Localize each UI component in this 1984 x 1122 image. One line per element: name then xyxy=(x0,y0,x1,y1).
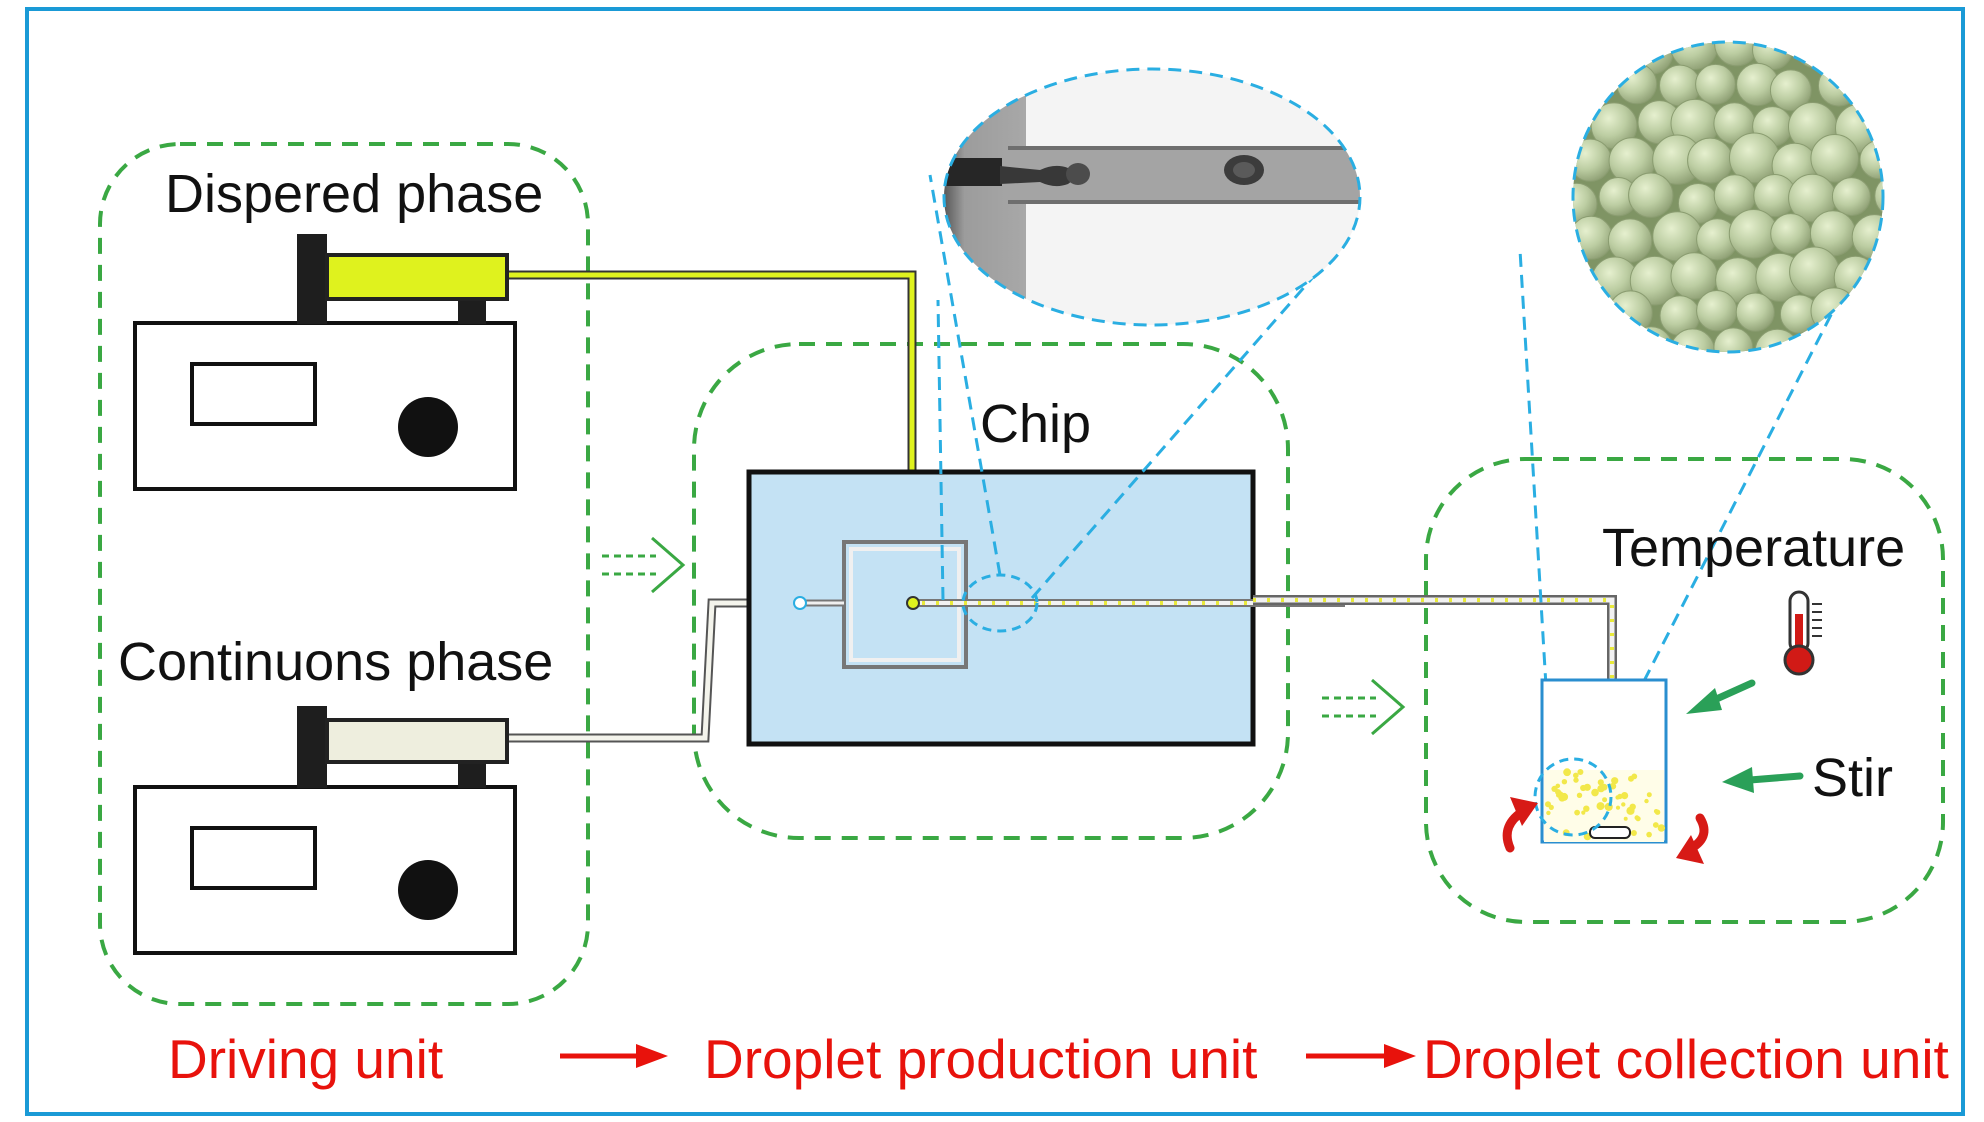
beaker-zoom-marker xyxy=(1533,757,1613,837)
collection-beaker xyxy=(1533,678,1668,844)
syringe-plunger-holder xyxy=(297,706,327,788)
temperature-label: Temperature xyxy=(1602,518,1905,578)
driving-unit-group xyxy=(98,142,590,1006)
stir-bar xyxy=(1589,826,1631,839)
droplet-production-unit-label: Droplet production unit xyxy=(704,1028,1257,1090)
droplet-collection-group xyxy=(1424,457,1945,924)
syringe-support xyxy=(458,760,486,788)
pump-knob xyxy=(398,397,458,457)
curved-arrow-icon xyxy=(1502,797,1538,853)
droplet-formation-micrograph xyxy=(942,67,1362,327)
driving-unit-label: Driving unit xyxy=(168,1028,443,1090)
dashed-double-arrow-icon xyxy=(602,536,686,594)
dispersed-phase-label: Dispered phase xyxy=(165,164,543,224)
microfluidic-chip xyxy=(746,469,1345,747)
stir-pointer-arrow xyxy=(1722,767,1804,793)
unit-flow-arrow xyxy=(1306,1044,1416,1068)
pump-knob xyxy=(398,860,458,920)
unit-flow-arrow xyxy=(560,1044,668,1068)
pump-display xyxy=(190,826,317,890)
temperature-pointer-arrow xyxy=(1686,679,1756,714)
stir-label: Stir xyxy=(1812,748,1893,808)
pump-display xyxy=(190,362,317,426)
syringe-plunger-holder xyxy=(297,234,327,324)
curved-arrow-icon xyxy=(1676,813,1709,864)
zoom-lines-chip xyxy=(928,174,1330,601)
dispersed-phase-syringe-pump xyxy=(133,234,517,491)
syringe-barrel xyxy=(325,253,509,301)
thermometer-icon xyxy=(1783,590,1822,676)
syringe-barrel xyxy=(325,718,509,764)
inlet-port xyxy=(793,596,807,610)
chip-label: Chip xyxy=(980,394,1091,454)
droplet-collection-unit-label: Droplet collection unit xyxy=(1423,1028,1949,1090)
continuous-phase-syringe-pump xyxy=(133,706,517,955)
droplet-junction xyxy=(906,596,920,610)
dashed-double-arrow-icon xyxy=(1322,678,1406,736)
droplet-production-group xyxy=(692,342,1290,840)
chip-body xyxy=(746,469,1256,747)
continuous-phase-label: Continuons phase xyxy=(118,632,553,692)
